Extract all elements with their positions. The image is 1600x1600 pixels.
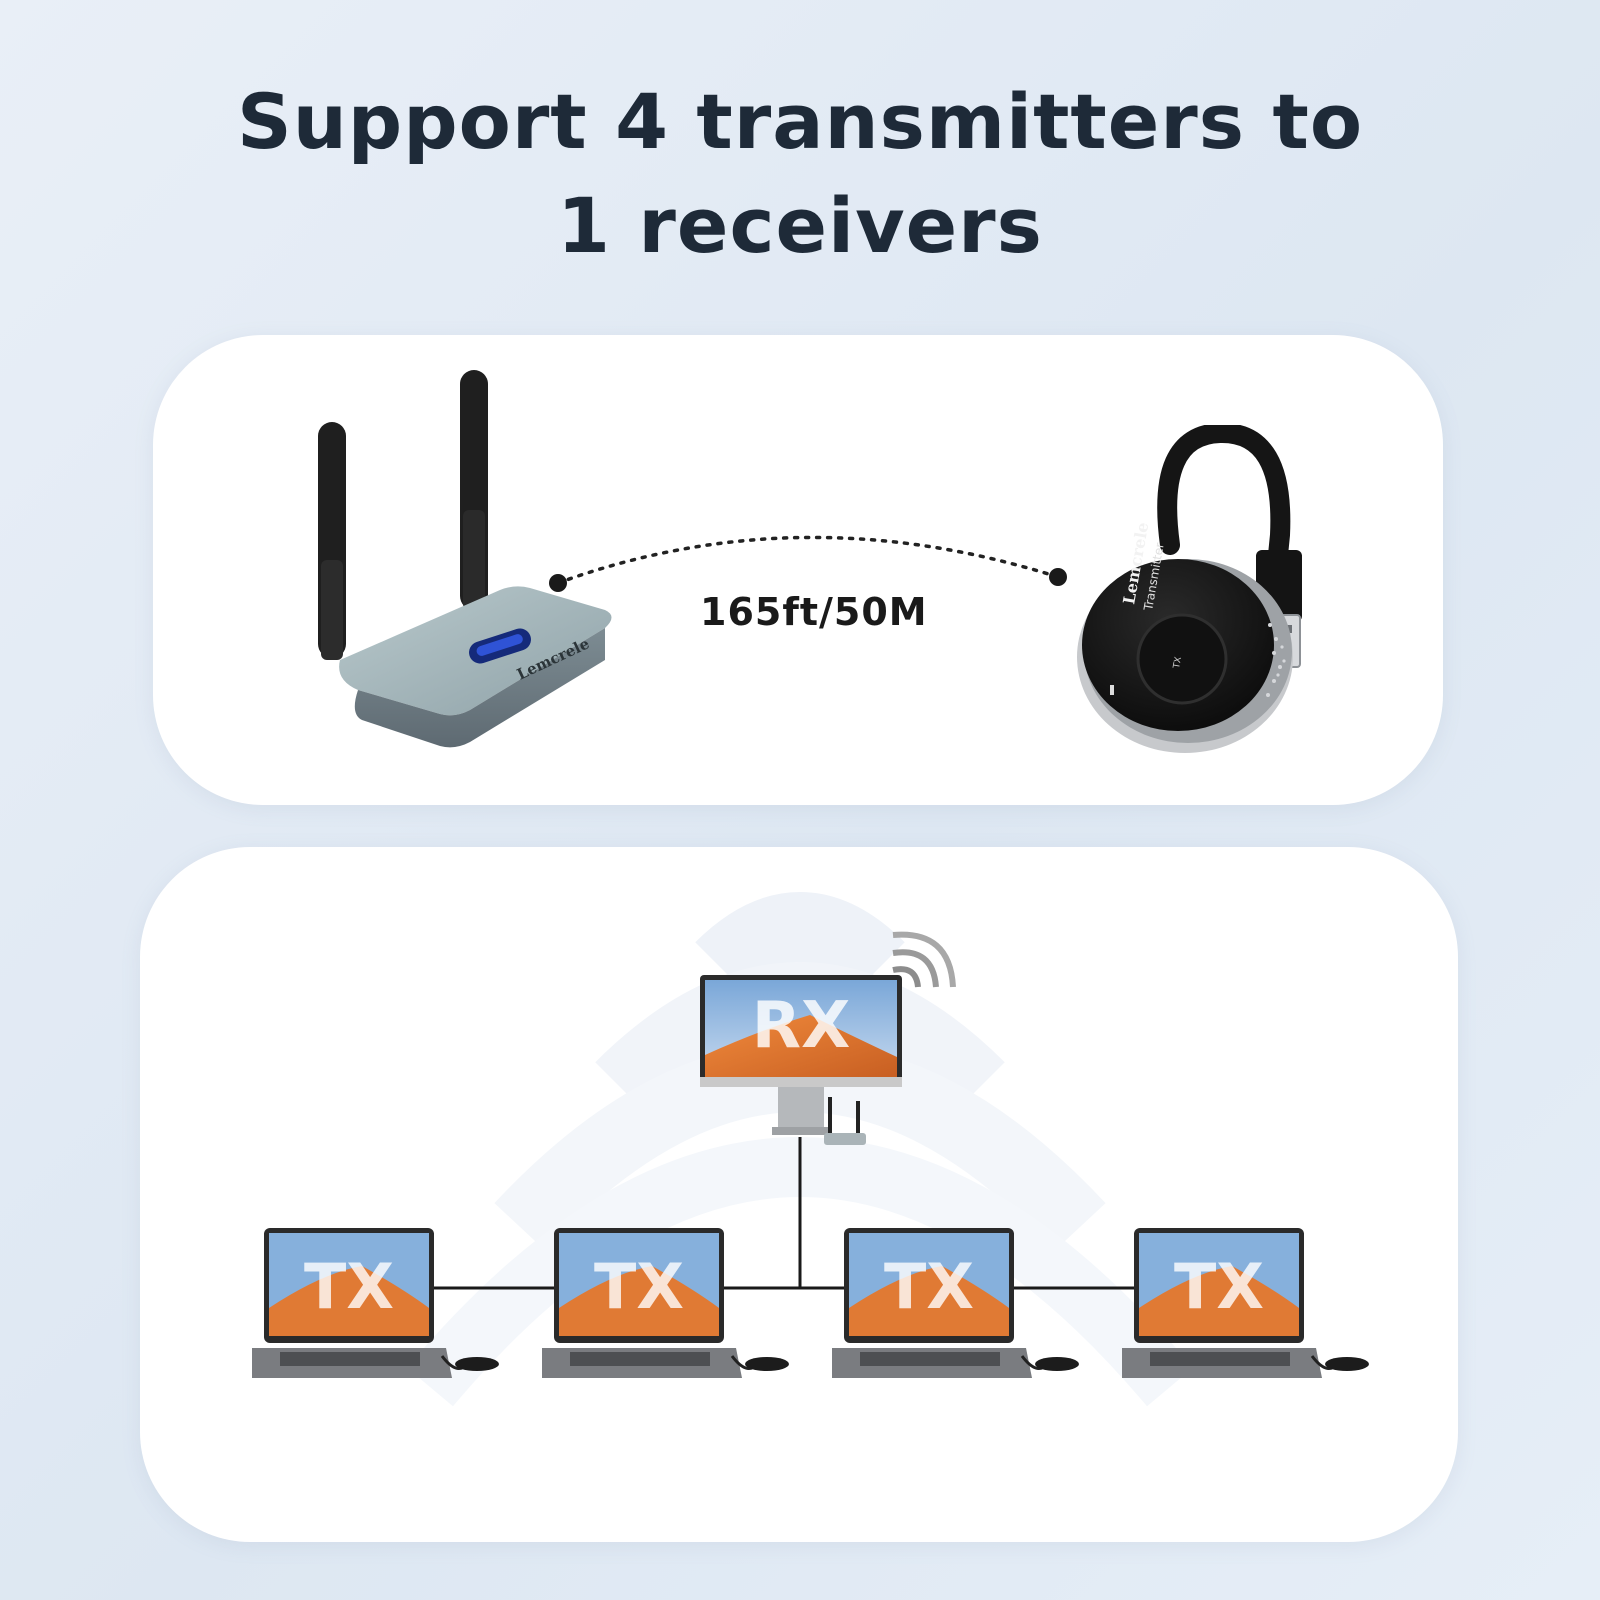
wifi-signal-icon	[892, 931, 956, 988]
tx-label-1: TX	[303, 1250, 395, 1323]
connection-line	[549, 535, 1067, 592]
distance-label: 165ft/50M	[700, 590, 928, 634]
receiver-monitor: RX	[700, 975, 905, 1190]
tx-button-label: TX	[1172, 656, 1184, 670]
laptop-icon	[1122, 1228, 1369, 1378]
page-title: Support 4 transmitters to 1 receivers	[0, 70, 1600, 278]
laptop-icon	[542, 1228, 789, 1378]
tx-label-4: TX	[1173, 1250, 1265, 1323]
tx-label-3: TX	[883, 1250, 975, 1323]
laptop-icon	[252, 1228, 499, 1378]
rx-label: RX	[751, 989, 851, 1063]
laptop-icon	[832, 1228, 1079, 1378]
tx-label-2: TX	[593, 1250, 685, 1323]
laptop-4: TX	[1122, 1228, 1372, 1378]
laptop-2: TX	[542, 1228, 792, 1378]
title-line-2: 1 receivers	[557, 181, 1043, 270]
transmitter-dongle-icon: TX Lemcrele Transmitter	[1077, 425, 1302, 753]
title-line-1: Support 4 transmitters to	[236, 77, 1364, 166]
laptop-3: TX	[832, 1228, 1082, 1378]
monitor-icon	[700, 975, 902, 1145]
laptop-1: TX	[252, 1228, 502, 1378]
receiver-device-icon: Lemcrele	[318, 370, 612, 748]
network-lines	[430, 1137, 1140, 1290]
